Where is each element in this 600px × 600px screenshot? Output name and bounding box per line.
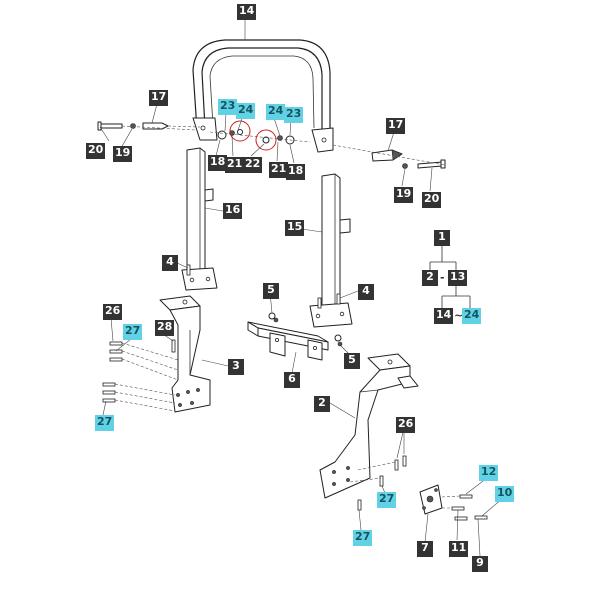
leader-lines: [99, 20, 504, 557]
callout-19-right: 19: [394, 187, 414, 203]
legend-separator-tilde: ~: [454, 309, 464, 322]
center-hardware: [209, 120, 311, 151]
right-side-bolts: [349, 455, 407, 511]
callout-5-bottom: 5: [344, 353, 360, 369]
callout-10: 10: [495, 486, 515, 502]
callout-5-top: 5: [263, 283, 279, 299]
bolts-4: [186, 264, 341, 309]
callout-20-left: 20: [86, 143, 106, 159]
left-lower-bracket: [159, 295, 211, 413]
small-plate: [419, 484, 443, 515]
callout-24-left: 24: [236, 103, 256, 119]
right-upright-post: [309, 173, 353, 328]
left-side-bolts: [102, 341, 179, 412]
nuts-5: [268, 312, 343, 347]
callout-28: 28: [155, 320, 175, 336]
roll-bar-hoop: [192, 39, 334, 153]
callout-18-right: 18: [286, 164, 306, 180]
cross-bracket: [247, 321, 329, 361]
right-pin-assembly: [332, 144, 446, 169]
legend-node-13: 13: [448, 270, 468, 286]
callout-22: 22: [243, 157, 263, 173]
legend-node-24: 24: [462, 308, 482, 324]
callout-17-right: 17: [386, 118, 406, 134]
callout-23-left: 23: [218, 99, 238, 115]
callout-26-left: 26: [103, 304, 123, 320]
legend-separator-dash: -: [440, 271, 445, 284]
legend-node-2: 2: [422, 270, 438, 286]
callout-4-right: 4: [358, 284, 374, 300]
callout-3: 3: [228, 359, 244, 375]
callout-9: 9: [472, 556, 488, 572]
callout-26-right: 26: [396, 417, 416, 433]
right-lower-bracket: [319, 353, 419, 499]
callout-16: 16: [223, 203, 243, 219]
callout-15: 15: [285, 220, 305, 236]
callout-27-b: 27: [95, 415, 115, 431]
callout-12: 12: [479, 465, 499, 481]
callout-24-right: 24: [266, 104, 286, 120]
callout-19-left: 19: [113, 146, 133, 162]
left-upright-post: [181, 147, 218, 291]
callout-17-left: 17: [149, 90, 169, 106]
left-pin-assembly: [97, 121, 201, 131]
callout-21-right: 21: [269, 162, 289, 178]
callout-7: 7: [417, 541, 433, 557]
callout-20-right: 20: [422, 192, 442, 208]
callout-18-left: 18: [208, 155, 228, 171]
callout-6: 6: [284, 372, 300, 388]
legend-lines: [429, 246, 471, 308]
callout-14-hoop: 14: [237, 4, 257, 20]
callout-4-left: 4: [162, 255, 178, 271]
callout-11: 11: [449, 541, 469, 557]
callout-2: 2: [314, 396, 330, 412]
callout-27-c: 27: [377, 492, 397, 508]
callout-23-right: 23: [284, 107, 304, 123]
callout-27-a: 27: [123, 324, 143, 340]
legend-node-14: 14: [434, 308, 454, 324]
plate-bolts: [441, 494, 488, 521]
legend-node-1: 1: [434, 230, 450, 246]
callout-27-d: 27: [353, 530, 373, 546]
bolt-28: [171, 339, 176, 353]
callout-21-left: 21: [225, 157, 245, 173]
